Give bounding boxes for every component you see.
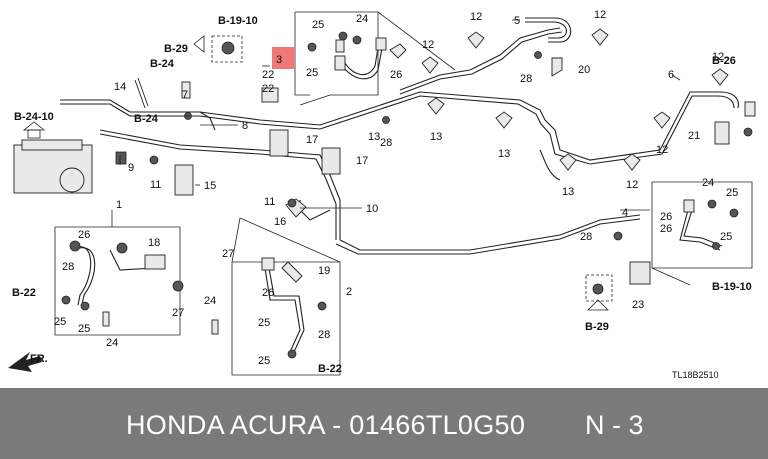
pipe-5-assembly [399,17,609,95]
footer-position: N - 3 [585,410,644,440]
callout-26-e: 26 [660,223,672,235]
callout-28-c: 28 [62,261,74,273]
callout-27-b: 27 [172,307,184,319]
ref-b26-right: B-26 [712,55,736,67]
callout-numbers: 1 2 3 4 5 6 7 8 9 10 11 11 12 12 12 12 1… [54,9,738,380]
callout-8: 8 [242,120,248,132]
callout-13-c: 13 [562,186,574,198]
callout-13-b: 13 [498,148,510,160]
reference-outline-boxes [22,35,613,311]
leader-lines [119,19,681,211]
callout-25-f: 25 [258,355,270,367]
callout-26-a: 26 [390,69,402,81]
ref-b22-bottom: B-22 [318,363,342,375]
callout-27-a: 27 [222,248,234,260]
callout-24-a: 24 [356,13,368,25]
callout-14: 14 [114,81,126,93]
callout-26-b: 26 [78,229,90,241]
callout-6: 6 [668,69,674,81]
callout-24-c: 24 [106,337,118,349]
detail-box-1 [54,210,184,336]
callout-20: 20 [578,64,590,76]
callout-11-left: 11 [150,179,161,191]
callout-24-d: 24 [702,177,714,189]
callout-12-f: 12 [626,179,638,191]
callout-25-e: 25 [258,317,270,329]
callout-23: 23 [632,299,644,311]
ref-b22-left: B-22 [12,287,36,299]
callout-12-b: 12 [594,9,606,21]
ref-b24-upper: B-24 [150,58,175,70]
callout-12-c: 12 [422,39,434,51]
ref-fr: FR. [30,353,48,365]
ref-b24-10: B-24-10 [14,111,54,123]
callout-26-c: 26 [262,287,274,299]
callout-24-b: 24 [204,295,216,307]
diagram-code: TL18B2510 [672,370,719,380]
callout-25-a: 25 [312,19,324,31]
main-brake-pipes [60,91,739,255]
callout-28-e: 28 [580,231,592,243]
callout-25-h: 25 [720,231,732,243]
callout-22-a: 22 [262,69,274,81]
callout-2: 2 [346,286,352,298]
ref-b19-10-top: B-19-10 [218,15,258,27]
callout-12-e: 12 [656,144,668,156]
callout-25-g: 25 [726,187,738,199]
callout-25-b: 25 [306,67,318,79]
callout-18: 18 [148,237,160,249]
callout-25-c: 25 [54,316,66,328]
front-arrow [8,352,42,372]
ref-b29-top: B-29 [164,43,188,55]
callout-28-a: 28 [520,73,532,85]
callout-9: 9 [128,162,134,174]
brake-line-diagram: B-19-10 B-29 B-24 B-24 B-24-10 B-22 B-22… [8,9,756,380]
callout-1: 1 [116,199,122,211]
detail-box-4 [592,181,753,295]
ref-b19-10-right: B-19-10 [712,281,752,293]
callout-25-d: 25 [78,323,90,335]
callout-26-d: 26 [660,211,672,223]
callout-21: 21 [688,130,700,142]
callout-4: 4 [622,207,628,219]
detail-box-2 [211,217,341,376]
callout-13-a: 13 [430,131,442,143]
callout-3: 3 [276,54,282,66]
callout-13-d: 13 [368,131,380,143]
detail-box-top [272,11,456,106]
callout-15: 15 [204,180,216,192]
callout-3-highlight [272,47,294,69]
callout-17-a: 17 [306,134,318,146]
callout-7: 7 [182,89,188,101]
callout-16: 16 [274,216,286,228]
callout-28-b: 28 [380,137,392,149]
footer-part-title: HONDA ACURA - 01466TL0G50 [126,410,526,440]
clips [13,41,756,218]
callout-12-a: 12 [470,11,482,23]
callout-28-d: 28 [318,329,330,341]
reference-labels: B-19-10 B-29 B-24 B-24 B-24-10 B-22 B-22… [12,15,752,375]
callout-22-b: 22 [262,83,274,95]
ref-b29-right: B-29 [585,321,609,333]
callout-17-b: 17 [356,155,368,167]
callout-10: 10 [366,203,378,215]
callout-11-center: 11 [264,196,275,208]
ref-b24-lower: B-24 [134,113,159,125]
footer-bar: HONDA ACURA - 01466TL0G50 N - 3 [0,388,768,459]
callout-12-d: 12 [712,51,724,63]
callout-5: 5 [514,15,520,27]
callout-19: 19 [318,265,330,277]
